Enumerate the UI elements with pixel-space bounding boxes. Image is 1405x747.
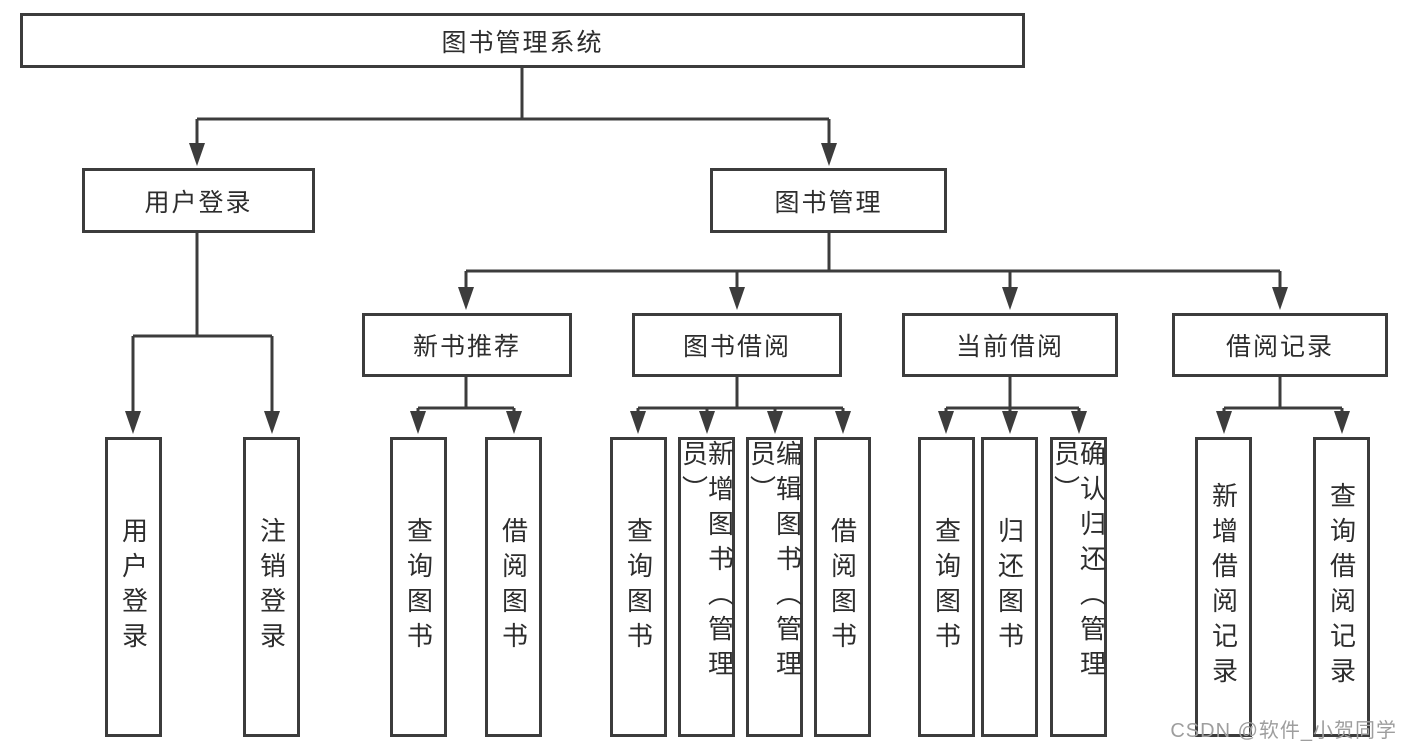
node-book-borrow: 图书借阅 <box>632 313 842 377</box>
leaf-query-books-current: 查询图书 <box>918 437 975 737</box>
node-current-borrow: 当前借阅 <box>902 313 1118 377</box>
node-root-system: 图书管理系统 <box>20 13 1025 68</box>
leaf-borrow-books-recommend: 借阅图书 <box>485 437 542 737</box>
leaf-logout: 注销登录 <box>243 437 300 737</box>
leaf-query-books-recommend: 查询图书 <box>390 437 447 737</box>
leaf-user-login: 用户登录 <box>105 437 162 737</box>
node-borrow-record: 借阅记录 <box>1172 313 1388 377</box>
leaf-query-borrow-record: 查询借阅记录 <box>1313 437 1370 737</box>
leaf-add-books-admin: 新增图书（管理员） <box>678 437 735 737</box>
leaf-query-books-borrow: 查询图书 <box>610 437 667 737</box>
leaf-edit-books-admin: 编辑图书（管理员） <box>746 437 803 737</box>
csdn-watermark: CSDN @软件_小贺同学 <box>1170 720 1397 742</box>
node-book-management: 图书管理 <box>710 168 947 233</box>
leaf-return-books: 归还图书 <box>981 437 1038 737</box>
leaf-add-borrow-record: 新增借阅记录 <box>1195 437 1252 737</box>
leaf-confirm-return-admin: 确认归还（管理员） <box>1050 437 1107 737</box>
node-new-book-recommend: 新书推荐 <box>362 313 572 377</box>
leaf-borrow-books: 借阅图书 <box>814 437 871 737</box>
node-user-login: 用户登录 <box>82 168 315 233</box>
